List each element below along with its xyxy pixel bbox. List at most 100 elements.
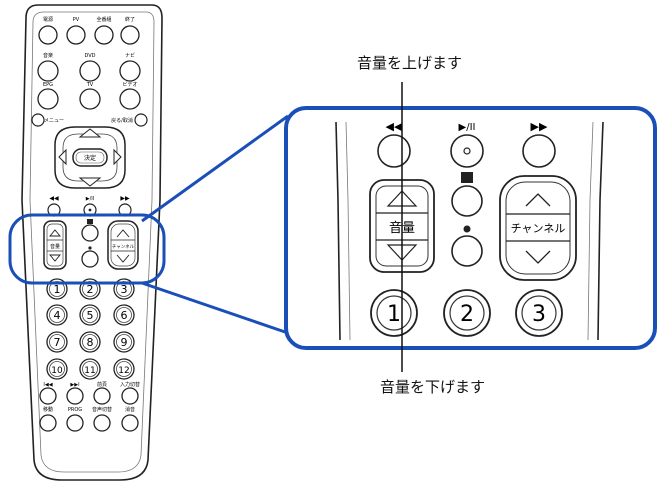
move-button[interactable] <box>39 414 57 432</box>
exit-button[interactable] <box>120 25 140 45</box>
volume-rocker[interactable] <box>43 220 67 270</box>
number-key-label: 1 <box>54 283 61 296</box>
mute-button[interactable] <box>121 414 139 432</box>
zoom-number-key-ring <box>376 295 412 331</box>
power-button[interactable] <box>38 25 58 45</box>
zoom-number-keys: 1 2 3 <box>370 289 563 337</box>
number-key-ring <box>82 334 98 350</box>
zoom-number-key-1[interactable] <box>370 289 418 337</box>
zoom-number-key-3[interactable] <box>515 289 563 337</box>
channel-label-small: チャンネル <box>112 244 135 250</box>
number-key-7[interactable] <box>46 331 68 353</box>
input-switch-button[interactable] <box>121 387 139 405</box>
number-key-ring <box>82 307 98 323</box>
number-key-label: 2 <box>87 283 94 296</box>
prog-button[interactable] <box>66 414 84 432</box>
music-button[interactable] <box>37 60 59 82</box>
channel-rocker[interactable] <box>107 220 139 270</box>
record-button[interactable] <box>81 250 99 268</box>
audio-switch-button[interactable] <box>93 414 111 432</box>
number-key-ring <box>49 361 65 377</box>
epg-button[interactable] <box>37 88 59 110</box>
label-prog: PROG <box>68 407 82 413</box>
all-programs-button[interactable] <box>94 25 114 45</box>
enter-button[interactable] <box>72 148 108 167</box>
number-key-12[interactable] <box>113 358 135 380</box>
svg-text:◀◀: ◀◀ <box>49 195 59 202</box>
connector-bottom <box>141 281 289 335</box>
zoom-stop-button[interactable] <box>451 185 483 217</box>
label-dvd: DVD <box>84 53 95 59</box>
label-menu: メニュー <box>44 118 64 124</box>
volume-label-small: 音量 <box>50 243 60 250</box>
dpad-right-button[interactable] <box>113 148 122 166</box>
label-epg: EPG <box>43 82 53 88</box>
number-key-label: 4 <box>54 309 61 322</box>
tv-button[interactable] <box>79 88 101 110</box>
number-key-10[interactable] <box>46 358 68 380</box>
zoom-number-key-label: 2 <box>460 302 474 327</box>
zoom-fast-forward-button[interactable] <box>522 134 556 168</box>
video-button[interactable] <box>119 88 141 110</box>
connector-top <box>141 114 289 223</box>
label-prev-page: 前頁 <box>97 381 107 388</box>
label-all-programs: 全番組 <box>96 16 111 23</box>
number-key-ring <box>82 361 98 377</box>
label-audio-switch: 音声切替 <box>92 406 112 413</box>
stop-button[interactable] <box>81 224 99 242</box>
zoom-record-button[interactable] <box>451 235 483 267</box>
svg-text:▶▶I: ▶▶I <box>70 382 79 388</box>
number-key-ring <box>49 334 65 350</box>
svg-text:▶▶: ▶▶ <box>120 195 130 202</box>
svg-text:I◀◀: I◀◀ <box>43 382 52 388</box>
number-key-8[interactable] <box>79 331 101 353</box>
number-key-label: 9 <box>121 336 128 349</box>
number-key-label: 12 <box>118 366 129 376</box>
number-key-ring <box>116 361 132 377</box>
remote-row1: 電源 PV 全番組 終了 <box>38 16 140 45</box>
skip-back-button[interactable] <box>39 387 57 405</box>
label-play-pause-small: ▶/II <box>86 196 94 202</box>
number-key-4[interactable] <box>46 304 68 326</box>
skip-forward-button[interactable] <box>66 387 84 405</box>
zoom-rewind-button[interactable] <box>377 134 411 168</box>
number-key-5[interactable] <box>79 304 101 326</box>
label-power: 電源 <box>43 16 53 23</box>
dpad-up-button[interactable] <box>78 128 102 138</box>
number-key-11[interactable] <box>79 358 101 380</box>
dpad: 決定 <box>54 126 126 189</box>
label-back: 戻る/取消 <box>111 117 133 124</box>
label-pv: PV <box>73 17 80 23</box>
prev-page-button[interactable] <box>93 387 111 405</box>
zoom-number-key-2[interactable] <box>443 289 491 337</box>
zoom-channel-rocker[interactable] <box>499 175 577 281</box>
svg-text:◀◀: ◀◀ <box>386 120 403 133</box>
dpad-down-button[interactable] <box>78 177 102 187</box>
navi-button[interactable] <box>119 60 141 82</box>
number-key-ring <box>116 334 132 350</box>
dpad-ring-inner <box>62 133 118 182</box>
zoom-play-pause-button[interactable] <box>450 134 484 168</box>
svg-text:▶▶: ▶▶ <box>531 120 548 133</box>
callout-volume-down: 音量を下げます <box>380 378 486 396</box>
dpad-left-button[interactable] <box>58 148 67 166</box>
label-music: 音楽 <box>43 52 53 59</box>
number-key-9[interactable] <box>113 331 135 353</box>
number-key-6[interactable] <box>113 304 135 326</box>
number-key-label: 8 <box>87 336 94 349</box>
dvd-button[interactable] <box>79 60 101 82</box>
number-key-label: 10 <box>51 366 63 376</box>
back-button[interactable] <box>134 113 148 127</box>
label-navi: ナビ <box>125 52 135 59</box>
menu-button[interactable] <box>31 113 45 127</box>
zoom-number-key-label: 3 <box>532 302 546 327</box>
number-key-label: 11 <box>84 366 95 376</box>
label-exit: 終了 <box>125 16 135 23</box>
highlight-small <box>8 213 166 285</box>
number-key-ring <box>49 307 65 323</box>
pv-button[interactable] <box>66 25 86 45</box>
zoom-number-key-label: 1 <box>387 302 401 327</box>
number-key-label: 7 <box>54 336 61 349</box>
